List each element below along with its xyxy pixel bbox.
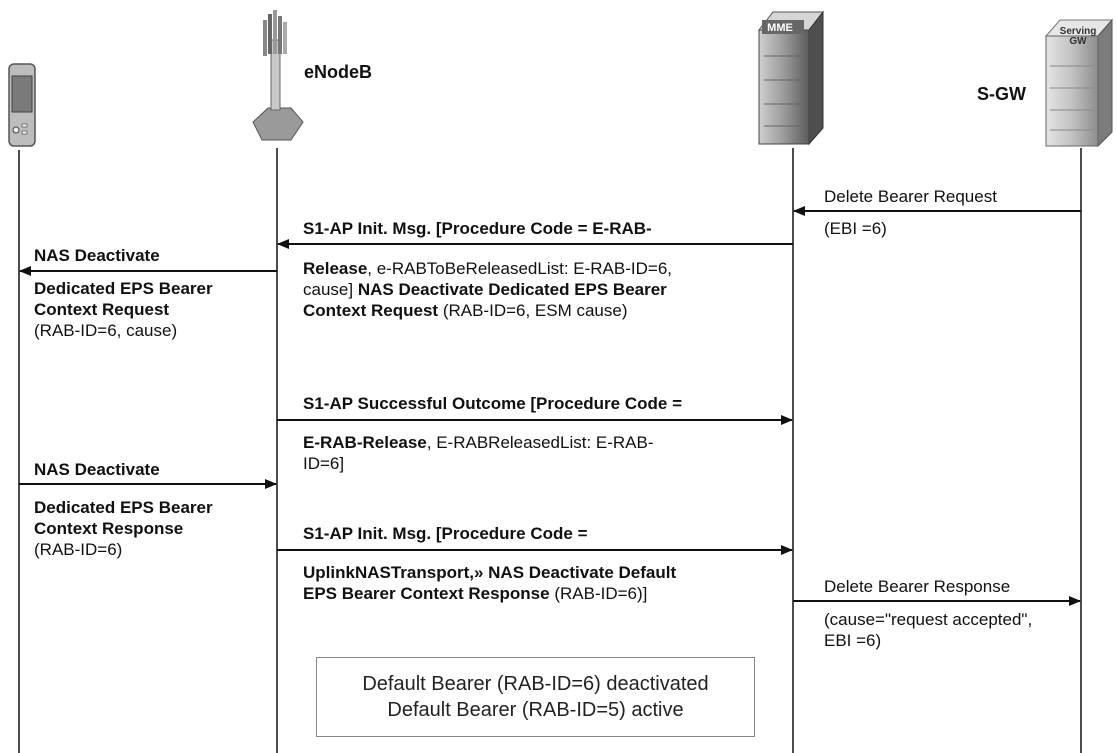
- cell-tower-icon: [252, 10, 304, 141]
- phone-icon: [8, 63, 36, 147]
- bearer-status-line2: Default Bearer (RAB-ID=5) active: [387, 699, 684, 721]
- s1ap-release-line3-bold: NAS Deactivate Dedicated EPS Bearer: [357, 280, 667, 299]
- delete-bearer-response-params2: EBI =6): [824, 631, 882, 650]
- s1ap-release-line3: cause] NAS Deactivate Dedicated EPS Bear…: [303, 279, 667, 300]
- s1ap-release-line2-rest: , e-RABToBeReleasedList: E-RAB-ID=6,: [367, 259, 672, 278]
- s1ap-release-line3-rest: cause]: [303, 280, 354, 299]
- s1ap-release-line4-rest: (RAB-ID=6, ESM cause): [442, 301, 628, 320]
- sgw-server-icon: Serving GW: [1044, 18, 1114, 148]
- s1ap-success-line2-bold: E-RAB-Release: [303, 433, 427, 452]
- s1ap-uplink-line3-rest: (RAB-ID=6)]: [554, 584, 648, 603]
- sgw-badge-line2: GW: [1069, 36, 1087, 47]
- s1ap-release-line4: Context Request (RAB-ID=6, ESM cause): [303, 300, 628, 321]
- nas-deact-response-line1: NAS Deactivate: [34, 460, 160, 479]
- enodeb-label: eNodeB: [304, 62, 373, 82]
- mme-server-icon: MME: [757, 10, 825, 146]
- s1ap-release-line4-bold: Context Request: [303, 301, 439, 320]
- mme-badge: MME: [767, 22, 793, 34]
- s1ap-uplink-line3: EPS Bearer Context Response (RAB-ID=6)]: [303, 583, 647, 604]
- s1ap-uplink-line1: S1-AP Init. Msg. [Procedure Code =: [303, 524, 588, 543]
- sgw-label: S-GW: [977, 84, 1026, 104]
- delete-bearer-response-params1: (cause="request accepted",: [824, 610, 1033, 629]
- s1ap-success-line3: ID=6]: [303, 454, 345, 473]
- s1ap-success-line2-rest: , E-RABReleasedList: E-RAB-: [426, 433, 654, 452]
- nas-deact-response-line2: Dedicated EPS Bearer: [34, 498, 213, 517]
- s1ap-uplink-line3-bold: EPS Bearer Context Response: [303, 584, 550, 603]
- nas-deact-response-line4: (RAB-ID=6): [34, 540, 123, 559]
- s1ap-success-line2: E-RAB-Release, E-RABReleasedList: E-RAB-: [303, 432, 654, 453]
- sgw-badge-line1: Serving: [1060, 26, 1097, 37]
- nas-deact-request-line1: NAS Deactivate: [34, 246, 160, 265]
- s1ap-release-line2-bold: Release: [303, 259, 368, 278]
- nas-deact-response-line3: Context Response: [34, 519, 184, 538]
- nas-deact-request-line4: (RAB-ID=6, cause): [34, 321, 178, 340]
- s1ap-release-line1: S1-AP Init. Msg. [Procedure Code = E-RAB…: [303, 219, 652, 238]
- nas-deact-request-line2: Dedicated EPS Bearer: [34, 279, 213, 298]
- nas-deact-request-line3: Context Request: [34, 300, 170, 319]
- delete-bearer-response-label: Delete Bearer Response: [824, 577, 1011, 596]
- s1ap-release-line2: Release, e-RABToBeReleasedList: E-RAB-ID…: [303, 258, 672, 279]
- bearer-status-box: Default Bearer (RAB-ID=6) deactivated De…: [316, 657, 755, 737]
- delete-bearer-request-label: Delete Bearer Request: [824, 187, 997, 206]
- bearer-status-line1: Default Bearer (RAB-ID=6) deactivated: [362, 673, 709, 695]
- s1ap-success-line1: S1-AP Successful Outcome [Procedure Code…: [303, 394, 682, 413]
- delete-bearer-request-params: (EBI =6): [824, 219, 887, 238]
- s1ap-uplink-line2: UplinkNASTransport,» NAS Deactivate Defa…: [303, 563, 677, 582]
